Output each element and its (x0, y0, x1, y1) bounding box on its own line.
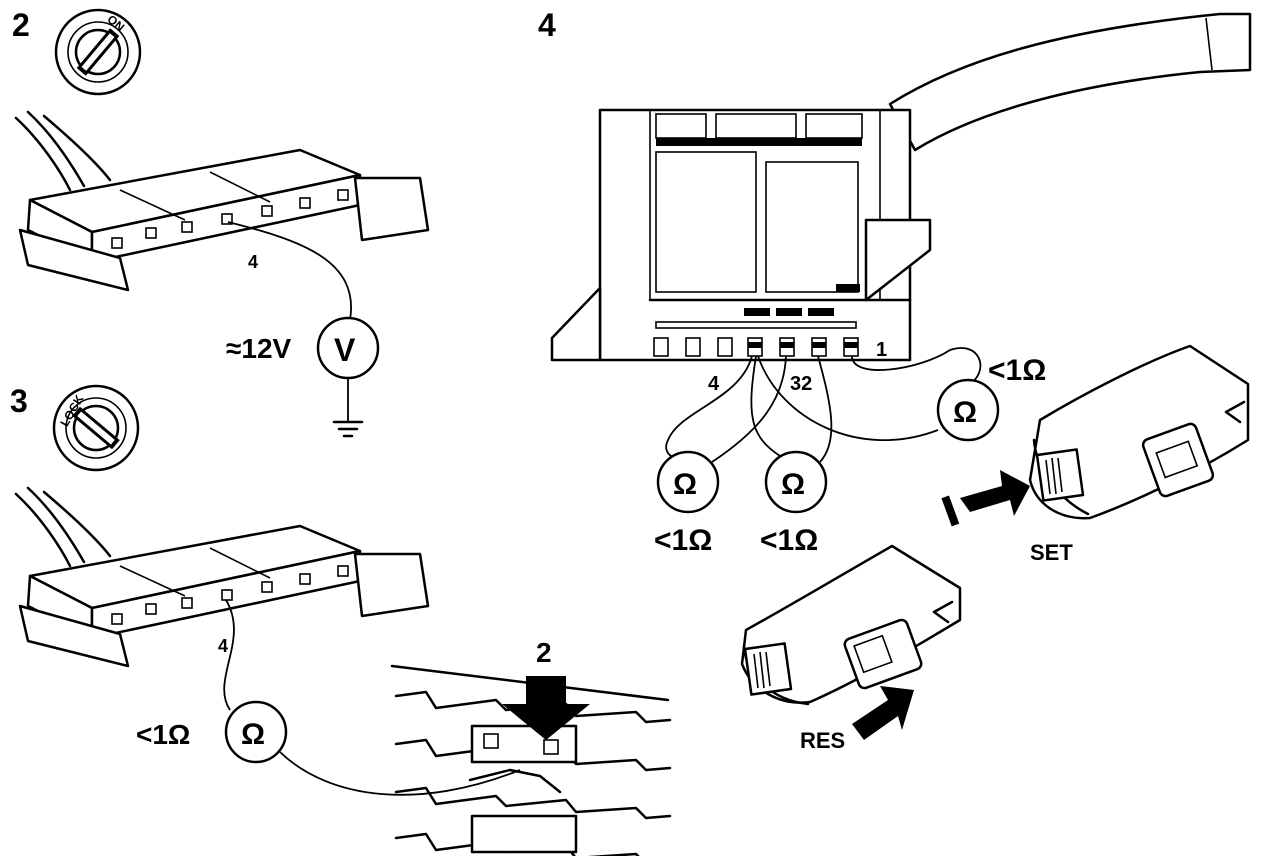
res-press-arrow-icon (852, 686, 914, 740)
ohmmeter-a-symbol: Ω (673, 468, 697, 501)
ohmmeter-b-symbol: Ω (781, 468, 805, 501)
resistance-reading-step-3: <1Ω (136, 719, 190, 750)
step-4-number: 4 (538, 7, 556, 43)
ignition-key-on-icon: ON (54, 8, 142, 96)
res-label: RES (800, 728, 845, 753)
set-label: SET (1030, 540, 1073, 565)
voltmeter-symbol: V (334, 332, 356, 368)
voltage-reading: ≈12V (226, 333, 292, 364)
ohmmeter-b-reading: <1Ω (760, 524, 818, 557)
measurement-wires (665, 347, 982, 463)
stalk-set-view (1028, 344, 1250, 520)
connector-bottom-pin-label: 4 (218, 636, 228, 656)
step-3-number: 3 (10, 383, 28, 419)
connector-step-3: 4 (14, 486, 430, 668)
module-pin-4-label: 4 (708, 373, 720, 395)
ohmmeter-c-reading: <1Ω (988, 354, 1046, 387)
ignition-key-lock-icon: LOCK (52, 384, 140, 472)
ground-icon (332, 378, 364, 438)
ohmmeter-a-reading: <1Ω (654, 524, 712, 557)
ohmmeter-symbol-step-3: Ω (241, 718, 265, 751)
ohmmeter-icon-b: Ω (764, 450, 828, 514)
ohmmeter-icon-step-3: Ω (224, 700, 288, 764)
set-press-arrow-icon (941, 470, 1030, 527)
stalk-arm (888, 12, 1252, 152)
ohmmeter-icon-a: Ω (656, 450, 720, 514)
ohmmeter-c-symbol: Ω (953, 396, 977, 429)
stalk-res-view (740, 544, 962, 706)
switch-module (550, 108, 932, 362)
module-pin-1-label: 1 (876, 339, 887, 361)
step-2-number: 2 (12, 7, 30, 43)
module-pin-32-label: 32 (790, 373, 812, 395)
fuse-detail-label: 2 (536, 637, 552, 668)
voltmeter-icon: V (316, 316, 380, 380)
down-arrow-icon (502, 676, 590, 740)
connector-step-2: 4 (14, 110, 430, 292)
connector-top-pin-label: 4 (248, 252, 258, 272)
ohmmeter-icon-c: Ω (936, 378, 1000, 442)
